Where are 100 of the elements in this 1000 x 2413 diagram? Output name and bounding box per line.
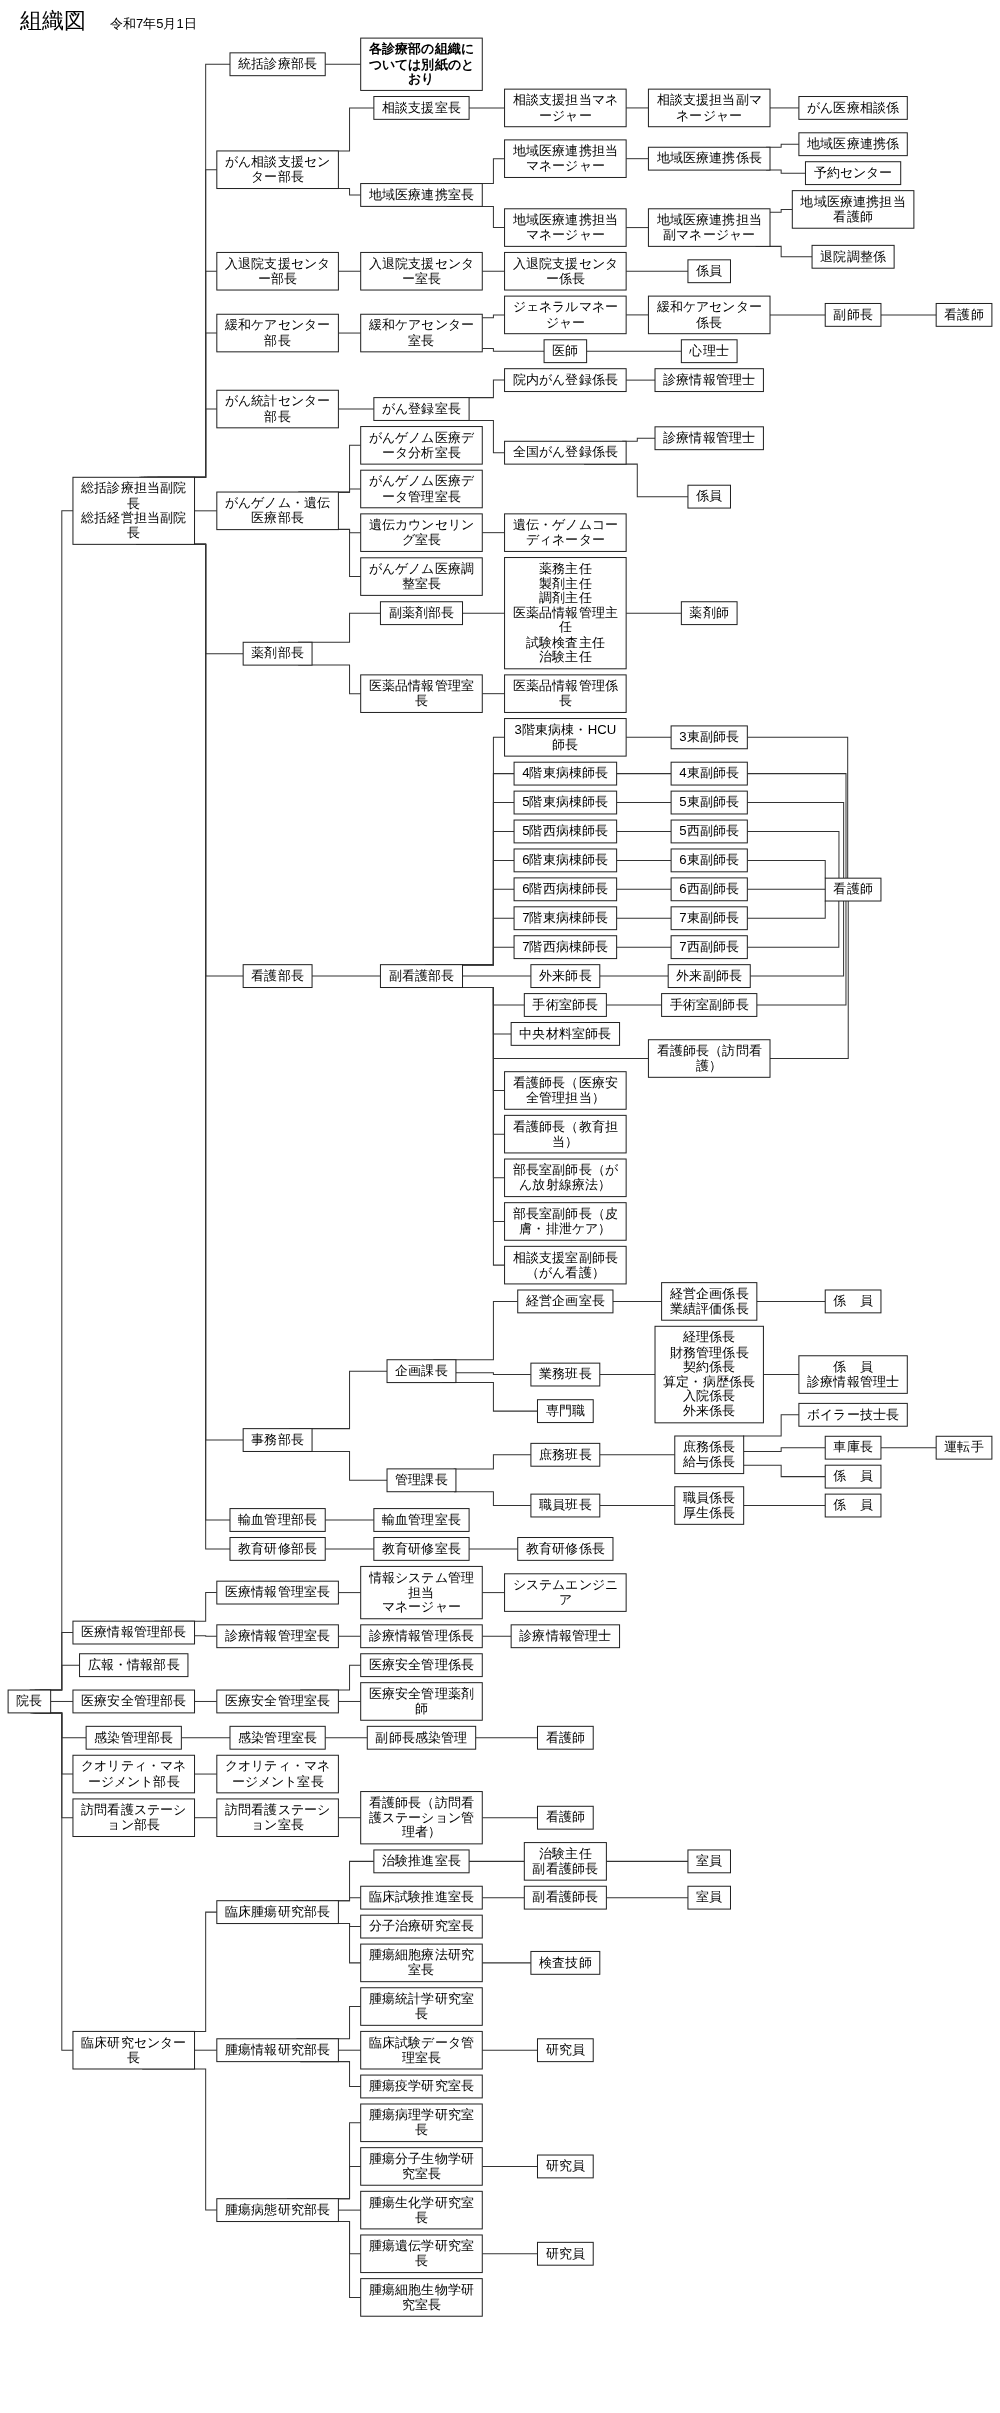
node-box: 腫瘍細胞生物学研究室長 xyxy=(360,2278,483,2317)
node-box: 看護部長 xyxy=(242,964,313,988)
node-box: 情報システム管理担当 マネージャー xyxy=(360,1565,483,1620)
node-box: 係 員 xyxy=(824,1289,882,1314)
node-box: 訪問看護ステーション室長 xyxy=(216,1798,339,1837)
node-box: 看護師長（教育担当） xyxy=(504,1114,627,1154)
connector xyxy=(616,859,672,861)
node-box: 係 員 診療情報管理士 xyxy=(798,1355,908,1394)
node-box: 医療安全管理薬剤師 xyxy=(360,1682,483,1721)
node-box: 予約センター xyxy=(804,161,902,186)
connector xyxy=(616,802,672,804)
node-box: 中央材料室師長 xyxy=(510,1022,621,1046)
node-box: 職員係長 厚生係長 xyxy=(674,1486,745,1525)
node-box: 診療情報管理士 xyxy=(654,426,764,451)
node-box: ボイラー技士長 xyxy=(798,1402,908,1427)
node-box: 看護師 xyxy=(935,302,993,327)
node-box: 臨床腫瘍研究部長 xyxy=(216,1900,339,1925)
connector xyxy=(756,1300,826,1302)
node-box: 業務班長 xyxy=(530,1362,601,1387)
node-box: 7東副師長 xyxy=(670,906,748,931)
node-box: 教育研修係長 xyxy=(517,1537,614,1561)
node-box: 治験推進室長 xyxy=(373,1849,470,1874)
node-box: 退院調整係 xyxy=(811,244,895,269)
node-box: がん相談支援センター部長 xyxy=(216,150,339,190)
node-box: 看護師 xyxy=(824,877,882,902)
node-box: 看護師長（訪問看護） xyxy=(647,1039,771,1078)
node-box: 室員 xyxy=(687,1849,731,1874)
node-box: 臨床研究センター長 xyxy=(72,2030,196,2070)
node-box: 医薬品情報管理室長 xyxy=(360,674,483,713)
node-box: 地域医療連携係 xyxy=(798,132,908,157)
node-box: 看護師 xyxy=(537,1805,594,1830)
node-box: 診療情報管理係長 xyxy=(360,1624,483,1649)
node-box: 管理課長 xyxy=(386,1468,457,1493)
node-box: 副看護部長 xyxy=(379,964,463,988)
node-box: 全国がん登録係長 xyxy=(504,440,627,465)
node-box: 5階東病棟師長 xyxy=(513,790,618,815)
node-box: 腫瘍細胞療法研究室長 xyxy=(360,1943,483,1983)
node-box: 経営企画係長 業績評価係長 xyxy=(661,1282,758,1321)
node-box: 訪問看護ステーション部長 xyxy=(72,1798,196,1837)
node-box: 4東副師長 xyxy=(670,761,748,786)
node-box: 企画課長 xyxy=(386,1359,457,1384)
node-box: 教育研修部長 xyxy=(229,1537,326,1561)
connector xyxy=(586,350,682,352)
node-box: クオリティ・マネージメント部長 xyxy=(72,1754,196,1794)
node-box: がん統計センター部長 xyxy=(216,389,339,429)
node-box: 腫瘍遺伝学研究室長 xyxy=(360,2234,483,2274)
connector xyxy=(616,946,672,948)
node-box: 診療情報管理士 xyxy=(654,368,764,393)
node-box: 腫瘍病理学研究室長 xyxy=(360,2103,483,2143)
node-box: がんゲノム医療データ分析室長 xyxy=(360,426,483,465)
node-box: 検査技師 xyxy=(530,1950,601,1975)
node-box: がん登録室長 xyxy=(373,397,470,421)
node-box: 臨床試験推進室長 xyxy=(360,1885,483,1910)
node-box: 看護師長（医療安全管理担当） xyxy=(504,1071,627,1110)
node-box: 腫瘍統計学研究室長 xyxy=(360,1987,483,2026)
node-box: 副薬剤部長 xyxy=(379,601,463,626)
node-box: システムエンジニア xyxy=(504,1573,627,1612)
node-box: 7西副師長 xyxy=(670,935,748,960)
node-box: 院内がん登録係長 xyxy=(504,368,627,393)
node-box: 外来師長 xyxy=(530,964,601,988)
node-box: 相談支援室長 xyxy=(373,96,470,120)
node-box: 腫瘍分子生物学研究室長 xyxy=(360,2147,483,2186)
node-box: 診療情報管理室長 xyxy=(216,1624,339,1649)
node-box: 院長 xyxy=(7,1689,52,1714)
node-box: 手術室副師長 xyxy=(661,993,758,1017)
node-box: 運転手 xyxy=(935,1435,993,1460)
node-box: 医療情報管理室長 xyxy=(216,1580,339,1605)
node-box: 腫瘍疫学研究室長 xyxy=(360,2074,483,2099)
connector xyxy=(616,830,672,832)
node-box: 事務部長 xyxy=(242,1428,313,1452)
connector xyxy=(743,1505,826,1507)
node-box: 地域医療連携担当副マネージャー xyxy=(647,208,771,247)
node-box: 6階東病棟師長 xyxy=(513,848,618,873)
node-box: 係員 xyxy=(687,259,731,284)
node-box: 6東副師長 xyxy=(670,848,748,873)
node-box: 3階東病棟・HCU師長 xyxy=(504,718,627,757)
connector xyxy=(599,1374,656,1376)
node-box: がんゲノム医療データ管理室長 xyxy=(360,469,483,509)
connector xyxy=(599,975,669,977)
node-box: 薬剤部長 xyxy=(242,641,313,666)
node-box: 看護師長（訪問看護ステーション管理者） xyxy=(360,1791,483,1845)
connector xyxy=(475,1737,538,1739)
node-box: 研究員 xyxy=(537,2038,594,2063)
node-box: ジェネラルマネージャー xyxy=(504,295,627,335)
node-box: 統括診療部長 xyxy=(229,52,326,77)
node-box: 臨床試験データ管理室長 xyxy=(360,2030,483,2070)
node-box: 7階西病棟師長 xyxy=(513,935,618,960)
node-box: がんゲノム医療調整室長 xyxy=(360,557,483,596)
connector xyxy=(756,900,847,1006)
node-box: 研究員 xyxy=(537,2241,594,2266)
node-box: 庶務係長 給与係長 xyxy=(674,1435,745,1475)
node-box: 地域医療連携担当マネージャー xyxy=(504,139,627,178)
node-box: 5西副師長 xyxy=(670,819,748,844)
node-box: 看護師 xyxy=(537,1725,594,1750)
node-box: 総括診療担当副院長 総括経営担当副院長 xyxy=(72,476,196,545)
node-box: 地域医療連携係長 xyxy=(647,146,771,171)
node-box: 診療情報管理士 xyxy=(510,1624,621,1649)
node-box: 研究員 xyxy=(537,2154,594,2179)
node-box: 医師 xyxy=(543,339,588,364)
node-box: 6階西病棟師長 xyxy=(513,877,618,902)
